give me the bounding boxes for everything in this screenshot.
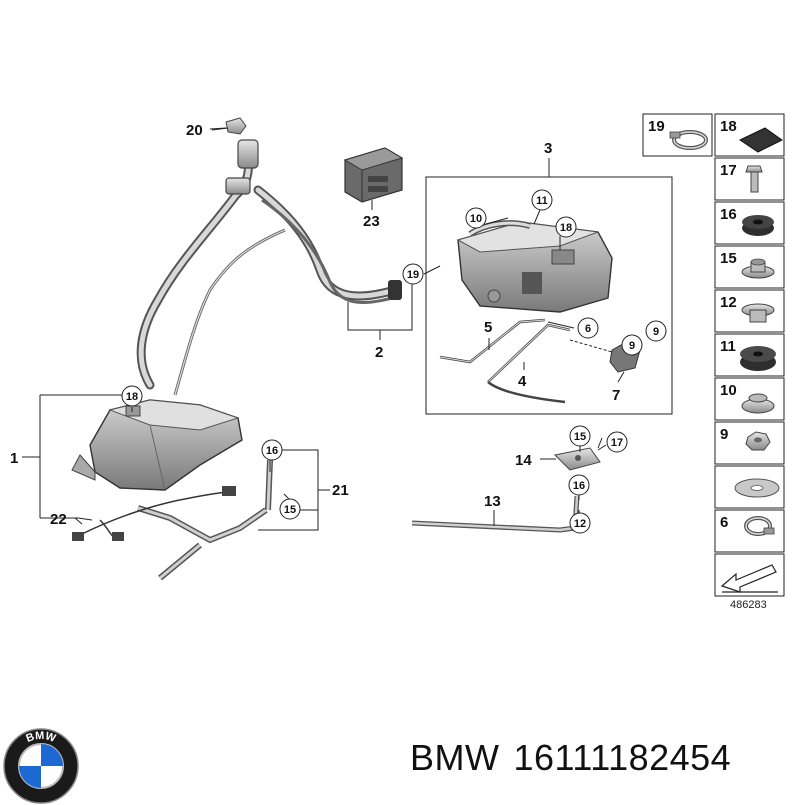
svg-text:15: 15 bbox=[574, 431, 586, 443]
svg-text:16: 16 bbox=[720, 206, 737, 223]
svg-text:BMW: BMW bbox=[24, 730, 57, 745]
parts-column-cell-10: 10 bbox=[714, 377, 785, 421]
circled-label-11: 11 bbox=[531, 189, 553, 211]
footer: BMW BMW 16111182454 bbox=[0, 700, 800, 804]
circled-label-6: 6 bbox=[577, 317, 599, 339]
label-20: 20 bbox=[186, 122, 203, 139]
part-13-strap-drawing bbox=[411, 495, 580, 533]
label-7: 7 bbox=[612, 387, 620, 404]
label-22: 22 bbox=[50, 511, 67, 528]
filler-hose-assembly bbox=[136, 139, 402, 396]
label-23: 23 bbox=[363, 213, 380, 230]
parts-column-cell-15: 15 bbox=[714, 245, 785, 289]
part-23-control-unit-drawing bbox=[343, 147, 404, 203]
part-3-canister-drawing bbox=[439, 220, 641, 404]
svg-text:17: 17 bbox=[611, 437, 623, 449]
circled-label-18-tank: 18 bbox=[121, 385, 143, 407]
part-1-fuel-tank-drawing bbox=[71, 399, 273, 581]
diagram-reference-number: 486283 bbox=[730, 599, 767, 611]
svg-text:12: 12 bbox=[720, 294, 737, 311]
bolt-icon bbox=[745, 165, 763, 193]
svg-text:6: 6 bbox=[585, 323, 591, 335]
circled-label-8-valve: 9 bbox=[621, 334, 643, 356]
svg-text:12: 12 bbox=[574, 518, 586, 530]
part-3-group-box bbox=[425, 158, 673, 415]
washer-icon bbox=[734, 478, 780, 498]
svg-text:16: 16 bbox=[573, 480, 585, 492]
direction-arrow-icon bbox=[720, 564, 778, 593]
svg-text:16: 16 bbox=[266, 445, 278, 457]
callout-lines bbox=[22, 127, 641, 531]
svg-text:9: 9 bbox=[720, 426, 728, 443]
parts-column: 19 18 17 16 bbox=[642, 113, 785, 597]
circled-label-19-hose: 19 bbox=[402, 263, 424, 285]
svg-text:18: 18 bbox=[560, 222, 572, 234]
parts-column-cell-6: 6 bbox=[714, 509, 785, 553]
circled-label-16-strap: 16 bbox=[568, 474, 590, 496]
small-clamp-icon bbox=[744, 516, 775, 536]
label-3: 3 bbox=[544, 140, 552, 157]
label-4: 4 bbox=[518, 373, 527, 390]
parts-column-cell-9: 9 bbox=[714, 421, 785, 465]
parts-column-cell-11: 11 bbox=[714, 333, 785, 377]
svg-text:10: 10 bbox=[470, 213, 482, 225]
svg-text:17: 17 bbox=[720, 162, 737, 179]
hose-clamp-icon bbox=[669, 130, 708, 150]
svg-text:18: 18 bbox=[126, 391, 138, 403]
svg-text:10: 10 bbox=[720, 382, 737, 399]
svg-text:15: 15 bbox=[720, 250, 737, 267]
part-14-bracket-drawing bbox=[553, 437, 603, 471]
hex-nut-icon bbox=[745, 431, 771, 451]
bushing-icon bbox=[741, 258, 775, 279]
svg-text:19: 19 bbox=[407, 269, 419, 281]
circled-label-12-strap: 12 bbox=[569, 512, 591, 534]
part-20-clip-drawing bbox=[211, 117, 247, 135]
label-14: 14 bbox=[515, 452, 532, 469]
collar-nut-icon bbox=[741, 393, 775, 414]
circled-label-9: 9 bbox=[645, 320, 667, 342]
svg-text:6: 6 bbox=[720, 514, 728, 531]
rubber-grommet-icon bbox=[742, 215, 774, 236]
svg-text:9: 9 bbox=[629, 340, 635, 352]
svg-text:15: 15 bbox=[284, 504, 296, 516]
parts-column-cell-18: 18 bbox=[714, 113, 785, 157]
svg-text:11: 11 bbox=[720, 338, 736, 355]
label-1: 1 bbox=[10, 450, 18, 467]
svg-text:19: 19 bbox=[648, 118, 665, 135]
circled-label-15-bracket: 15 bbox=[569, 425, 591, 447]
brand-name: BMW bbox=[410, 737, 500, 778]
parts-column-cell-8 bbox=[714, 465, 785, 509]
foam-pad-icon bbox=[738, 127, 783, 153]
flange-nut-icon bbox=[741, 303, 775, 323]
parts-column-cell-arrow bbox=[714, 553, 785, 597]
circled-label-18-canister: 18 bbox=[555, 216, 577, 238]
bmw-logo-icon: BMW bbox=[3, 728, 79, 804]
circled-label-15-left: 15 bbox=[279, 498, 301, 520]
label-2: 2 bbox=[375, 344, 383, 361]
svg-text:18: 18 bbox=[720, 118, 737, 135]
label-13: 13 bbox=[484, 493, 501, 510]
parts-column-cell-17: 17 bbox=[714, 157, 785, 201]
parts-column-cell-12: 12 bbox=[714, 289, 785, 333]
footer-part-info: BMW 16111182454 bbox=[410, 737, 731, 779]
label-21: 21 bbox=[332, 482, 349, 499]
part-number: 16111182454 bbox=[513, 737, 732, 778]
parts-column-cell-19: 19 bbox=[642, 113, 713, 157]
svg-text:11: 11 bbox=[536, 195, 548, 207]
circled-label-16-left: 16 bbox=[261, 439, 283, 461]
parts-column-cell-16: 16 bbox=[714, 201, 785, 245]
rubber-mount-icon bbox=[740, 346, 776, 371]
svg-text:9: 9 bbox=[653, 326, 659, 338]
circled-label-17: 17 bbox=[606, 431, 628, 453]
label-5: 5 bbox=[484, 319, 492, 336]
circled-label-10: 10 bbox=[465, 207, 487, 229]
